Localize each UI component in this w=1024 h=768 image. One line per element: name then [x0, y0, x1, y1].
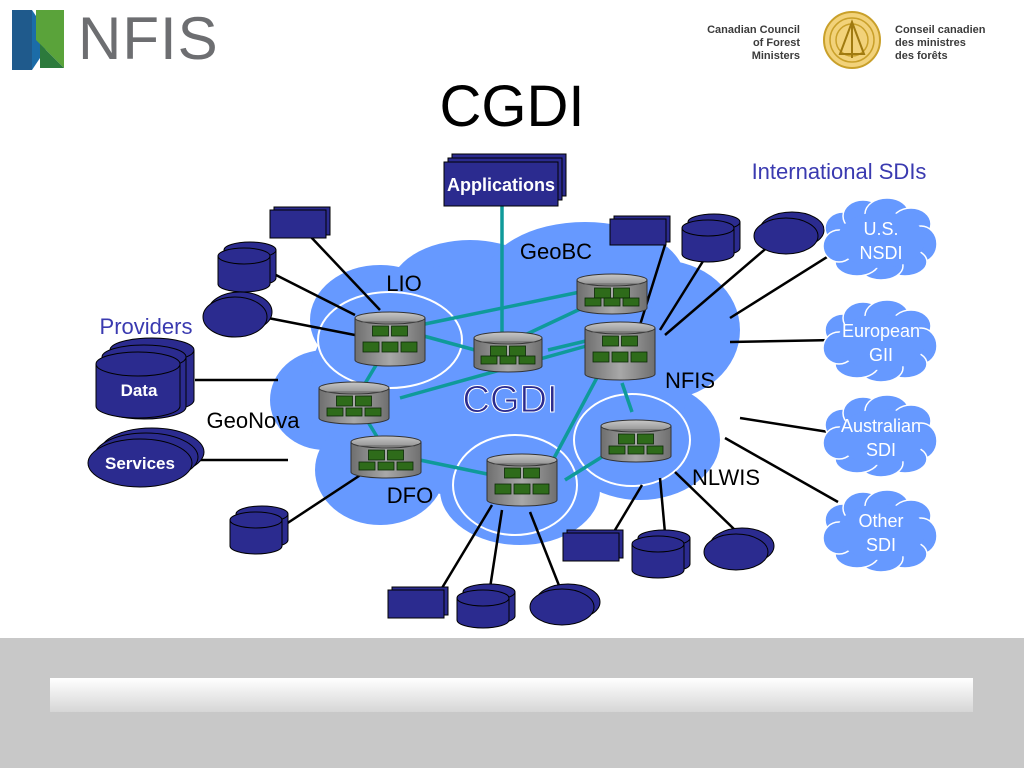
sdi-label-line1: U.S. [863, 219, 898, 239]
server-node-icon [486, 453, 558, 507]
server-node-icon [584, 321, 656, 381]
applications-stack: Applications [443, 153, 567, 207]
provider-table-icon [387, 586, 449, 619]
provider-table-icon [609, 215, 671, 246]
applications-label: Applications [447, 175, 555, 195]
node-label-dfo: DFO [387, 483, 433, 508]
server-node-icon [473, 331, 543, 373]
international-sdis-label: International SDIs [752, 159, 927, 184]
provider-disc-icon [202, 291, 273, 338]
provider-disc-icon [703, 527, 775, 571]
provider-cylinder-icon [229, 505, 289, 555]
sdi-label-line1: European [842, 321, 920, 341]
provider-cylinder-icon [217, 241, 277, 293]
server-node-icon [354, 311, 426, 367]
provider-disc-icon [753, 211, 825, 255]
sdi-label-line1: Australian [841, 416, 921, 436]
data-label: Data [121, 381, 158, 400]
sdi-cloud: U.S. NSDI [822, 197, 938, 281]
node-label-nfis: NFIS [665, 368, 715, 393]
node-label-nlwis: NLWIS [692, 465, 760, 490]
provider-cylinder-icon [681, 213, 741, 263]
node-label-geobc: GeoBC [520, 239, 592, 264]
slide-title: CGDI [439, 74, 585, 139]
provider-table-icon [269, 206, 331, 239]
footer-bar [50, 678, 973, 712]
server-node-icon [350, 435, 422, 479]
ccfm-english-name: Canadian Council of Forest Ministers [707, 24, 800, 62]
provider-disc-icon [529, 583, 601, 626]
nfis-logo-text: NFIS [78, 5, 219, 72]
sdi-label-line2: NSDI [859, 243, 902, 263]
server-node-icon [600, 419, 672, 463]
ccfm-seal-icon [823, 11, 881, 69]
sdi-label-line1: Other [858, 511, 903, 531]
provider-table-icon [562, 529, 624, 562]
nfis-logo-mark-icon [12, 10, 64, 70]
services-label: Services [105, 454, 175, 473]
node-label-lio: LIO [386, 271, 421, 296]
providers-label: Providers [100, 314, 193, 339]
ccfm-logo: Canadian Council of Forest Ministers Con… [690, 11, 1010, 74]
provider-cylinder-icon [456, 583, 516, 629]
data-cylinder-icon: Data [95, 337, 195, 420]
nfis-logo: NFIS [12, 5, 227, 72]
provider-cylinder-icon [631, 529, 691, 579]
node-label-geonova: GeoNova [207, 408, 301, 433]
sdi-label-line2: GII [869, 345, 893, 365]
server-nodes [318, 273, 672, 507]
external-links [195, 235, 839, 589]
cgdi-diagram: Applications Data [87, 153, 938, 629]
cloud-label: CGDI [463, 379, 558, 421]
server-node-icon [318, 381, 390, 425]
services-disc-icon: Services [87, 427, 205, 488]
server-node-icon [576, 273, 648, 315]
sdi-label-line2: SDI [866, 440, 896, 460]
ccfm-french-name: Conseil canadien des ministres des forêt… [895, 24, 986, 62]
sdi-label-line2: SDI [866, 535, 896, 555]
